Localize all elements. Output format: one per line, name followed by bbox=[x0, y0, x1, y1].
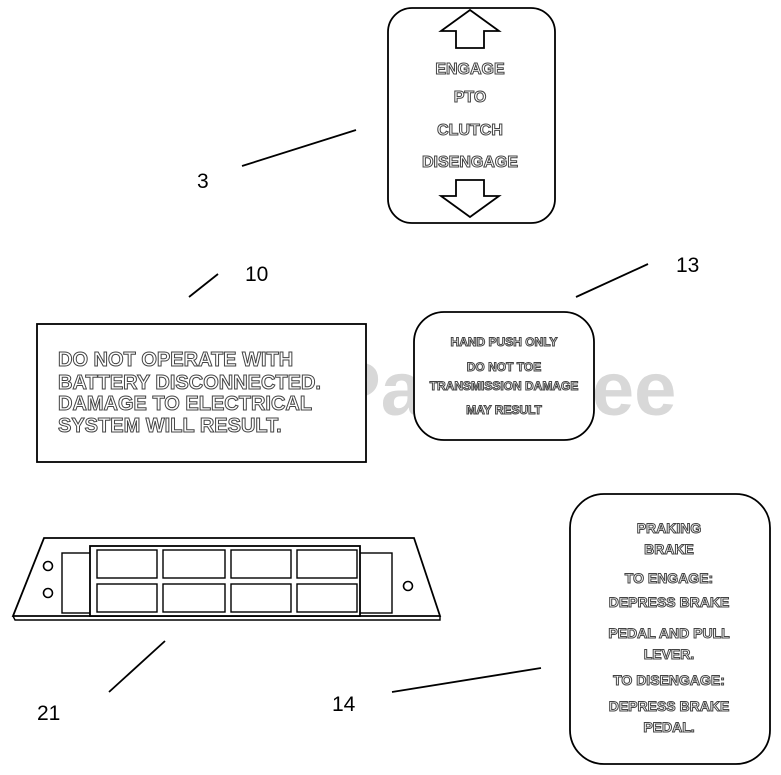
leader-line-14 bbox=[391, 667, 542, 693]
grid-cell bbox=[96, 583, 158, 613]
leader-line-10 bbox=[188, 273, 219, 298]
mounting-hole-icon bbox=[42, 587, 54, 599]
leader-line-21 bbox=[108, 640, 166, 693]
decal-battery-warning[interactable]: DO NOT OPERATE WITH BATTERY DISCONNECTED… bbox=[36, 323, 367, 463]
grid-cell bbox=[230, 549, 292, 579]
pto-disengage-label: DISENGAGE bbox=[422, 154, 518, 171]
panel-grid-cells bbox=[96, 549, 358, 613]
leader-line-13 bbox=[575, 263, 649, 298]
arrow-down-icon bbox=[438, 179, 502, 219]
decal-push-border bbox=[413, 311, 595, 441]
grid-cell bbox=[162, 583, 226, 613]
brake-line-1: PRAKING bbox=[637, 520, 702, 536]
battery-line-2: BATTERY DISCONNECTED. bbox=[58, 372, 321, 394]
decal-parking-brake[interactable]: PRAKING BRAKE TO ENGAGE: DEPRESS BRAKE P… bbox=[569, 493, 771, 765]
brake-line-7: TO DISENGAGE: bbox=[613, 672, 725, 688]
arrow-up-icon bbox=[438, 8, 502, 49]
push-line-4: MAY RESULT bbox=[466, 403, 542, 417]
decal-hand-push[interactable]: HAND PUSH ONLY DO NOT TOE TRANSMISSION D… bbox=[413, 311, 595, 441]
brake-line-8: DEPRESS BRAKE bbox=[609, 698, 730, 714]
brake-line-5: PEDAL AND PULL bbox=[608, 625, 730, 641]
decal-pto-clutch[interactable]: ENGAGE PTO CLUTCH DISENGAGE bbox=[387, 7, 556, 224]
decal-battery-border bbox=[36, 323, 367, 463]
decal-brake-border bbox=[569, 493, 771, 765]
push-line-2: DO NOT TOE bbox=[467, 360, 541, 374]
brake-line-2: BRAKE bbox=[644, 541, 694, 557]
grid-cell bbox=[96, 549, 158, 579]
grid-cell bbox=[296, 549, 358, 579]
leader-line-3 bbox=[241, 129, 357, 167]
mounting-hole-icon bbox=[402, 580, 414, 592]
brake-line-4: DEPRESS BRAKE bbox=[609, 594, 730, 610]
mounting-hole-icon bbox=[42, 560, 54, 572]
push-line-3: TRANSMISSION DAMAGE bbox=[430, 379, 579, 393]
callout-3[interactable]: 3 bbox=[197, 170, 209, 193]
callout-14[interactable]: 14 bbox=[332, 693, 356, 716]
decal-pto-border bbox=[387, 7, 556, 224]
brake-line-6: LEVER. bbox=[644, 646, 695, 662]
callout-21[interactable]: 21 bbox=[37, 702, 60, 725]
battery-line-1: DO NOT OPERATE WITH bbox=[58, 349, 293, 371]
callout-13[interactable]: 13 bbox=[676, 254, 699, 277]
battery-line-3: DAMAGE TO ELECTRICAL bbox=[58, 393, 312, 415]
grid-cell bbox=[162, 549, 226, 579]
grid-cell bbox=[230, 583, 292, 613]
pto-label: PTO bbox=[454, 89, 487, 106]
grid-cell bbox=[296, 583, 358, 613]
pto-engage-label: ENGAGE bbox=[435, 61, 505, 78]
pto-clutch-label: CLUTCH bbox=[437, 122, 503, 139]
brake-line-9: PEDAL. bbox=[643, 719, 694, 735]
panel-edge bbox=[12, 615, 441, 621]
indicator-panel-part[interactable] bbox=[11, 537, 442, 621]
brake-line-3: TO ENGAGE: bbox=[625, 570, 713, 586]
callout-10[interactable]: 10 bbox=[245, 263, 268, 286]
battery-line-4: SYSTEM WILL RESULT. bbox=[58, 415, 282, 437]
push-line-1: HAND PUSH ONLY bbox=[451, 335, 558, 349]
